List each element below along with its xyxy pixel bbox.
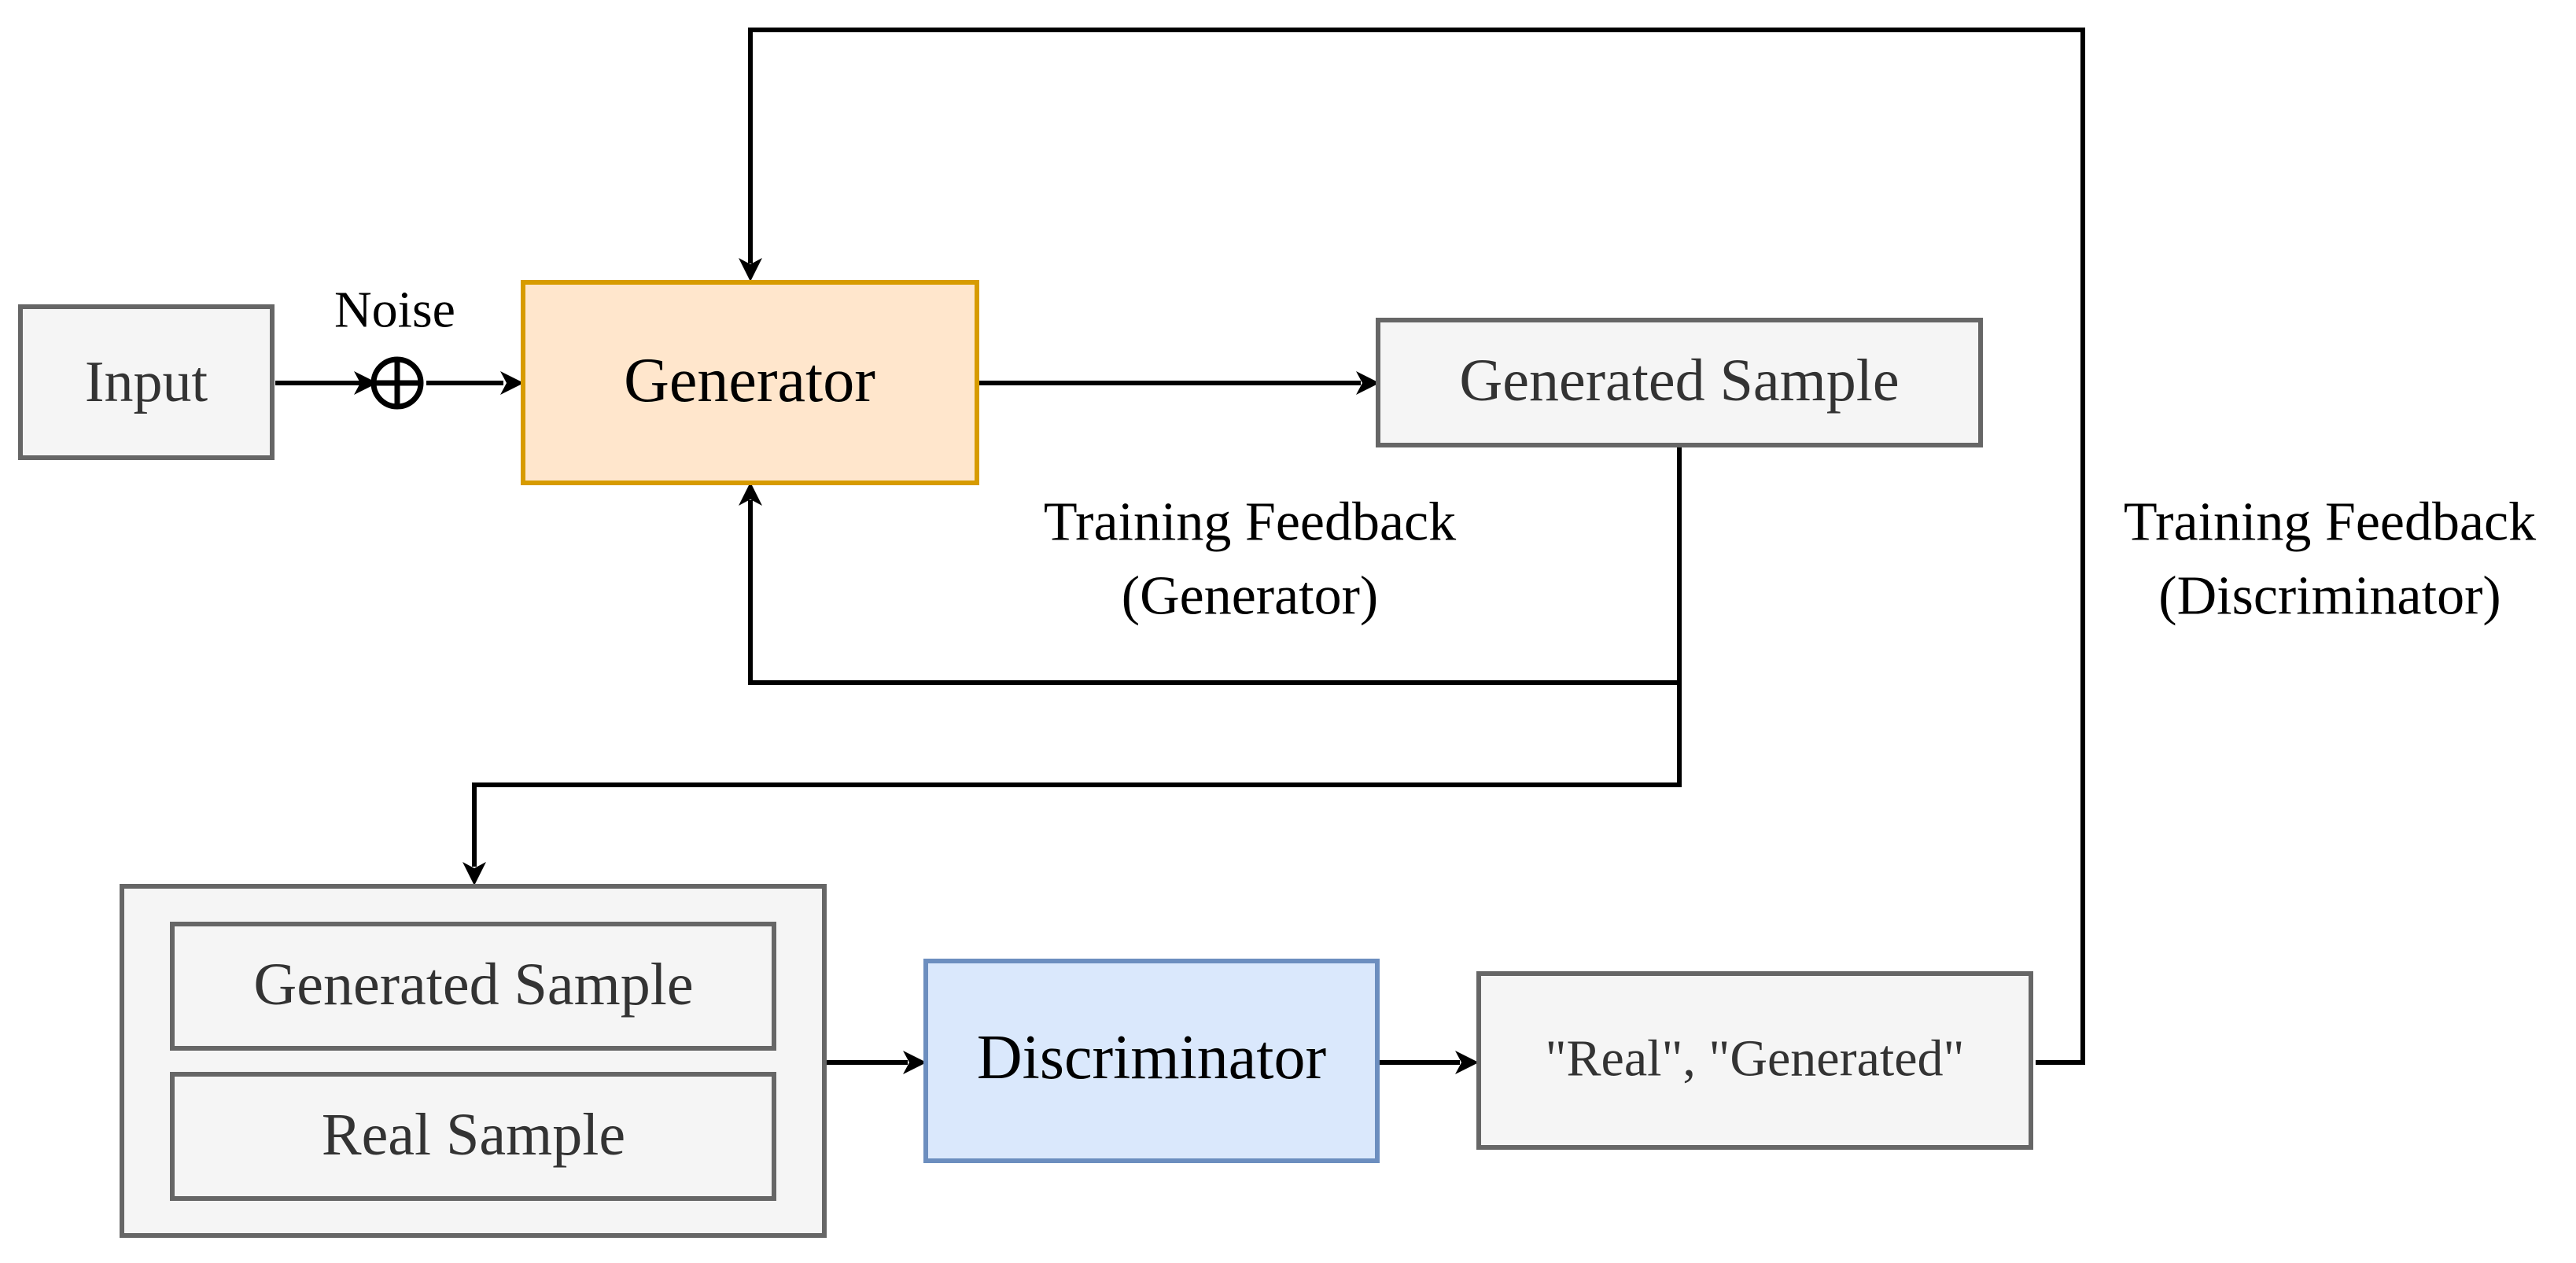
feedback-generator-label-line1: Training Feedback <box>1044 492 1456 553</box>
real-sample-node: Real Sample <box>170 1072 776 1201</box>
feedback-discriminator-label-line1: Training Feedback <box>2124 492 2536 553</box>
arrowhead-generator-feedback <box>739 482 762 506</box>
generated-sample-bottom-node: Generated Sample <box>170 922 776 1051</box>
feedback-generator-label-line2: (Generator) <box>1122 566 1378 627</box>
discriminator-box <box>923 959 1380 1163</box>
arrowhead-discriminator-to-output <box>1455 1051 1479 1074</box>
input-node: Input <box>18 304 275 460</box>
output-node: "Real", "Generated" <box>1476 971 2033 1150</box>
generated-sample-top-label: Generated Sample <box>1459 348 1899 414</box>
arrowhead-input-to-noise <box>354 371 378 395</box>
generated-sample-top-node: Generated Sample <box>1376 318 1983 447</box>
noise-label: Noise <box>334 282 455 339</box>
generator-box <box>521 280 979 485</box>
discriminator-node: Discriminator <box>923 959 1380 1163</box>
edge-discriminator-feedback <box>748 28 2085 1065</box>
arrowhead-discriminator-feedback <box>739 258 762 282</box>
output-label: "Real", "Generated" <box>1546 1030 1965 1088</box>
real-sample-label: Real Sample <box>322 1102 625 1168</box>
arrowhead-group-to-discriminator <box>903 1051 927 1074</box>
generated-sample-bottom-label: Generated Sample <box>253 952 693 1018</box>
discriminator-label: Discriminator <box>977 1023 1326 1092</box>
generator-node: Generator <box>521 280 979 485</box>
arrowhead-sample-to-group <box>463 862 486 886</box>
noise-sum-junction-icon <box>370 356 424 410</box>
generator-label: Generator <box>624 346 875 415</box>
input-label: Input <box>85 350 208 414</box>
feedback-discriminator-label-line2: (Discriminator) <box>2158 566 2500 627</box>
arrowhead-generator-to-sample <box>1356 371 1380 395</box>
arrowhead-noise-to-generator <box>500 371 524 395</box>
edge-generator-feedback <box>748 447 1682 685</box>
sample-group: Generated Sample Real Sample <box>120 884 827 1238</box>
edge-sample-to-group <box>472 683 1682 867</box>
